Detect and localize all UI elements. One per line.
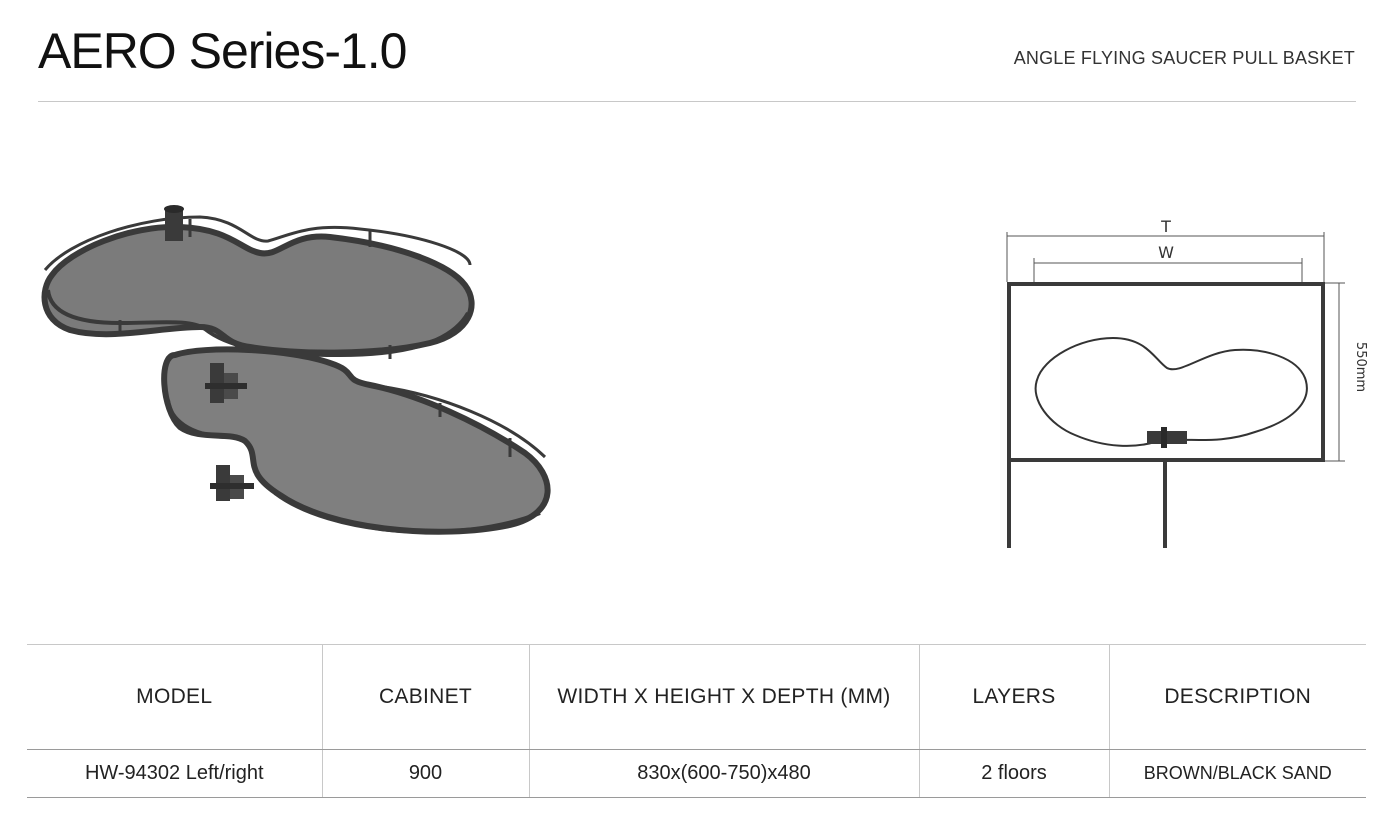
cell-model: HW-94302 Left/right bbox=[27, 749, 322, 798]
column-header-dimensions: WIDTH X HEIGHT X DEPTH (MM) bbox=[528, 644, 919, 750]
specs-table: MODEL CABINET WIDTH X HEIGHT X DEPTH (MM… bbox=[27, 644, 1366, 798]
cell-description: BROWN/BLACK SAND bbox=[1108, 749, 1366, 798]
dimension-depth-label: 550mm bbox=[1353, 342, 1368, 392]
dimension-diagram: T W 550mm bbox=[1006, 217, 1368, 548]
column-header-layers: LAYERS bbox=[918, 644, 1109, 750]
dimension-width-label: W bbox=[1158, 243, 1174, 262]
table-header-row: MODEL CABINET WIDTH X HEIGHT X DEPTH (MM… bbox=[27, 644, 1366, 750]
lower-tray bbox=[161, 346, 551, 535]
table-row: HW-94302 Left/right 900 830x(600-750)x48… bbox=[27, 749, 1366, 798]
cabinet-outline bbox=[1007, 282, 1325, 548]
header-divider bbox=[38, 101, 1356, 102]
dimension-lines bbox=[1006, 232, 1345, 462]
cell-layers: 2 floors bbox=[918, 749, 1109, 798]
column-header-cabinet: CABINET bbox=[321, 644, 529, 750]
post-bracket bbox=[164, 205, 247, 403]
upper-tray bbox=[41, 215, 475, 359]
dimension-total-label: T bbox=[1160, 217, 1171, 236]
lower-bracket bbox=[210, 465, 254, 501]
page-subtitle: ANGLE FLYING SAUCER PULL BASKET bbox=[1013, 48, 1355, 68]
cell-dimensions: 830x(600-750)x480 bbox=[528, 749, 919, 798]
product-image bbox=[41, 205, 551, 535]
column-header-model: MODEL bbox=[27, 644, 322, 750]
basket-shape-outline bbox=[1034, 336, 1308, 447]
basket-mount-icon bbox=[1147, 427, 1187, 448]
cell-cabinet: 900 bbox=[321, 749, 529, 798]
column-header-description: DESCRIPTION bbox=[1108, 644, 1366, 750]
page-title: AERO Series-1.0 bbox=[38, 23, 407, 79]
